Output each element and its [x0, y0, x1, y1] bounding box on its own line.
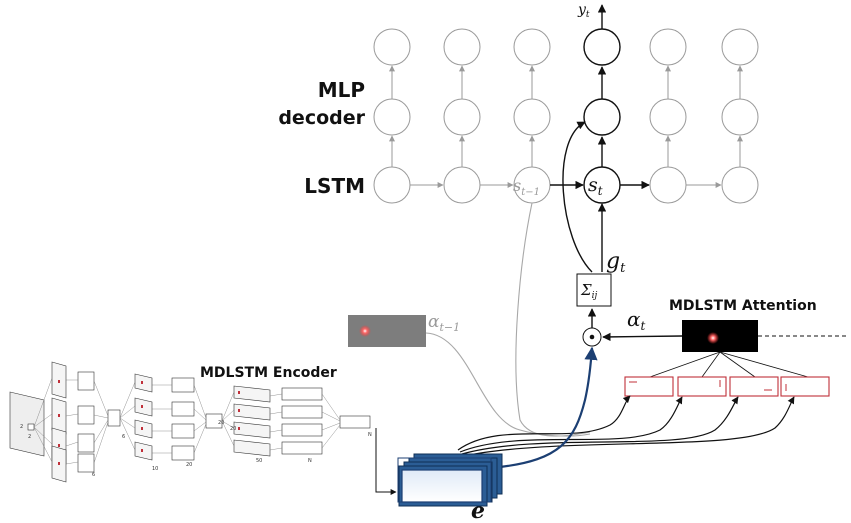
odot-dot: [589, 334, 595, 340]
svg-text:50: 50: [256, 458, 262, 464]
encoder-connections: [33, 377, 341, 465]
encoder-tick-labels: 2 2 6 6 20 20 10 20 50 N N: [20, 420, 372, 478]
sum-label: Σij: [580, 281, 597, 301]
mlp-node-mid: [373, 98, 411, 136]
decoder-label: decoder: [278, 107, 365, 129]
svg-text:6: 6: [122, 434, 125, 440]
encoder-red-marks: [58, 380, 240, 465]
prev-state-paths: [425, 202, 591, 437]
decoder-column-3: [513, 28, 551, 204]
e-label: e: [471, 498, 485, 523]
attention-sublayer-1: [624, 376, 674, 397]
alpha-prev-label: αt−1: [428, 312, 460, 334]
svg-text:N: N: [368, 432, 372, 438]
svg-text:6: 6: [92, 472, 95, 478]
encoder-to-e-arrow: [375, 428, 397, 495]
lstm-node: [649, 166, 687, 204]
attention-sublayer-3: [729, 376, 779, 397]
svg-text:20: 20: [230, 426, 236, 432]
e-feature-stack: [397, 453, 503, 507]
svg-text:N: N: [308, 458, 312, 464]
svg-text:20: 20: [218, 420, 224, 426]
attention-sublayer-4: [780, 376, 830, 397]
e-front-face: [401, 469, 483, 503]
y-t-label: yt: [577, 2, 590, 20]
decoder-column-5: [649, 28, 687, 204]
s-prev-label: st−1: [513, 176, 540, 198]
decoder-grid: [373, 4, 759, 204]
lstm-label: LSTM: [304, 174, 365, 198]
g-t-label: gt: [606, 249, 626, 276]
mlp-node-top: [443, 28, 481, 66]
mlp-label: MLP: [318, 78, 365, 102]
alpha-t-label: αt: [627, 307, 646, 333]
encoder-label: MDLSTM Encoder: [200, 365, 337, 381]
glimpse-arrows: [562, 121, 607, 273]
s-t-label: st: [588, 174, 603, 198]
e-to-odot-path: [499, 346, 598, 469]
svg-text:20: 20: [186, 462, 192, 468]
alpha-t-spot: [707, 332, 719, 344]
mlp-node-top: [373, 28, 411, 66]
lstm-node: [721, 166, 759, 204]
attention-sublayer-marks: [629, 380, 787, 391]
attention-sublayer-2: [677, 376, 727, 397]
mlp-node-top: [513, 28, 551, 66]
decoder-column-active: [583, 4, 621, 204]
mlp-node-mid: [583, 98, 621, 136]
svg-text:2: 2: [28, 434, 31, 440]
attention-fan-lines: [649, 351, 809, 378]
attention-sublayers: [624, 376, 830, 397]
mlp-node-mid: [721, 98, 759, 136]
decoder-column-2: [443, 28, 481, 204]
lstm-node: [373, 166, 411, 204]
decoder-column-6: [721, 28, 759, 204]
lstm-node: [443, 166, 481, 204]
svg-text:2: 2: [20, 424, 23, 430]
mlp-node-top: [583, 28, 621, 66]
alpha-t-map: [682, 320, 758, 352]
encoder-input-image: [9, 391, 45, 457]
mlp-node-mid: [649, 98, 687, 136]
decoder-column-1: [373, 28, 411, 204]
svg-text:10: 10: [152, 466, 158, 472]
attention-label: MDLSTM Attention: [669, 298, 817, 314]
alpha-prev-spot: [359, 325, 371, 337]
mlp-node-top: [721, 28, 759, 66]
sum-box: [576, 273, 612, 307]
mlp-node-mid: [443, 98, 481, 136]
alpha-t-arrow: [602, 332, 683, 342]
e-to-attention-arrows: [457, 395, 795, 457]
mlp-node-mid: [513, 98, 551, 136]
mlp-node-top: [649, 28, 687, 66]
